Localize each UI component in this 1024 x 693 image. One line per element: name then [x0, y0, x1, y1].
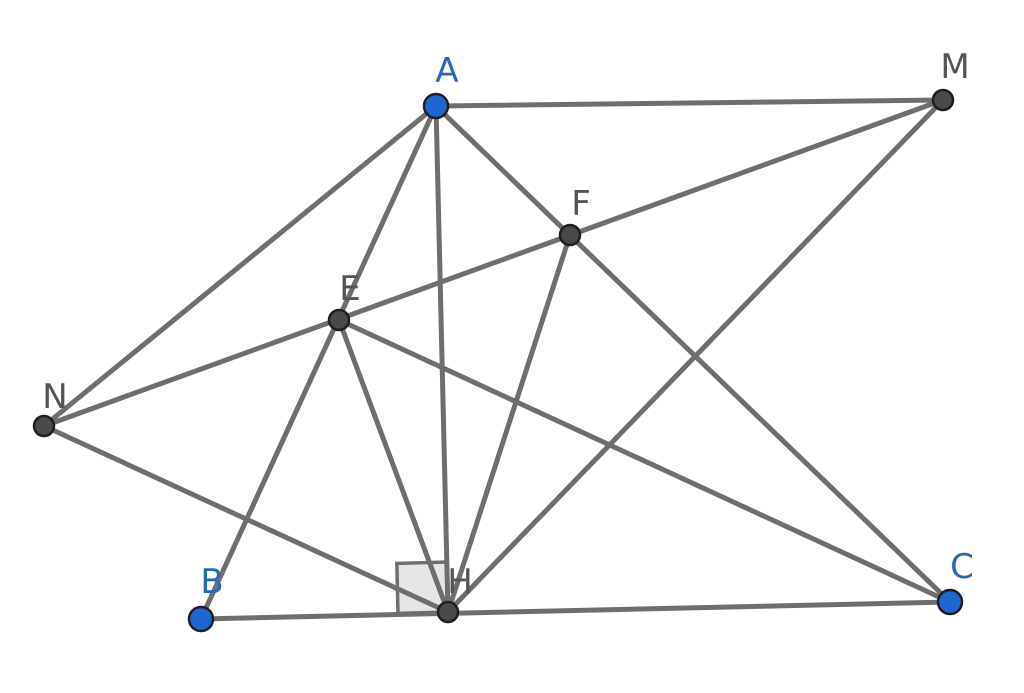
points: [32, 88, 964, 633]
point-c[interactable]: [936, 588, 964, 616]
label-b: B: [200, 562, 223, 602]
segment-eh[interactable]: [336, 317, 451, 615]
label-f: F: [571, 184, 591, 224]
label-e: E: [339, 269, 360, 309]
point-labels: A B C H E F M N: [42, 47, 974, 602]
point-m[interactable]: [931, 88, 955, 112]
segment-an[interactable]: [41, 103, 439, 429]
segment-nm[interactable]: [41, 97, 946, 429]
segment-nh[interactable]: [41, 423, 451, 615]
segment-bc[interactable]: [198, 599, 953, 622]
point-f[interactable]: [558, 223, 582, 247]
segment-ac[interactable]: [433, 103, 953, 605]
label-n: N: [42, 377, 67, 417]
segments: [41, 97, 953, 622]
point-n[interactable]: [32, 414, 56, 438]
point-a[interactable]: [422, 92, 450, 120]
segment-ab[interactable]: [198, 103, 439, 622]
label-m: M: [940, 47, 969, 87]
point-b[interactable]: [187, 605, 215, 633]
point-e[interactable]: [327, 308, 351, 332]
segment-ec[interactable]: [336, 317, 953, 605]
segment-mh[interactable]: [445, 97, 946, 615]
segment-ah[interactable]: [433, 103, 451, 615]
label-h: H: [447, 562, 473, 602]
label-a: A: [435, 51, 458, 91]
segment-fh[interactable]: [445, 232, 573, 615]
label-c: C: [950, 547, 974, 587]
point-h[interactable]: [436, 600, 460, 624]
segment-am[interactable]: [433, 97, 946, 109]
